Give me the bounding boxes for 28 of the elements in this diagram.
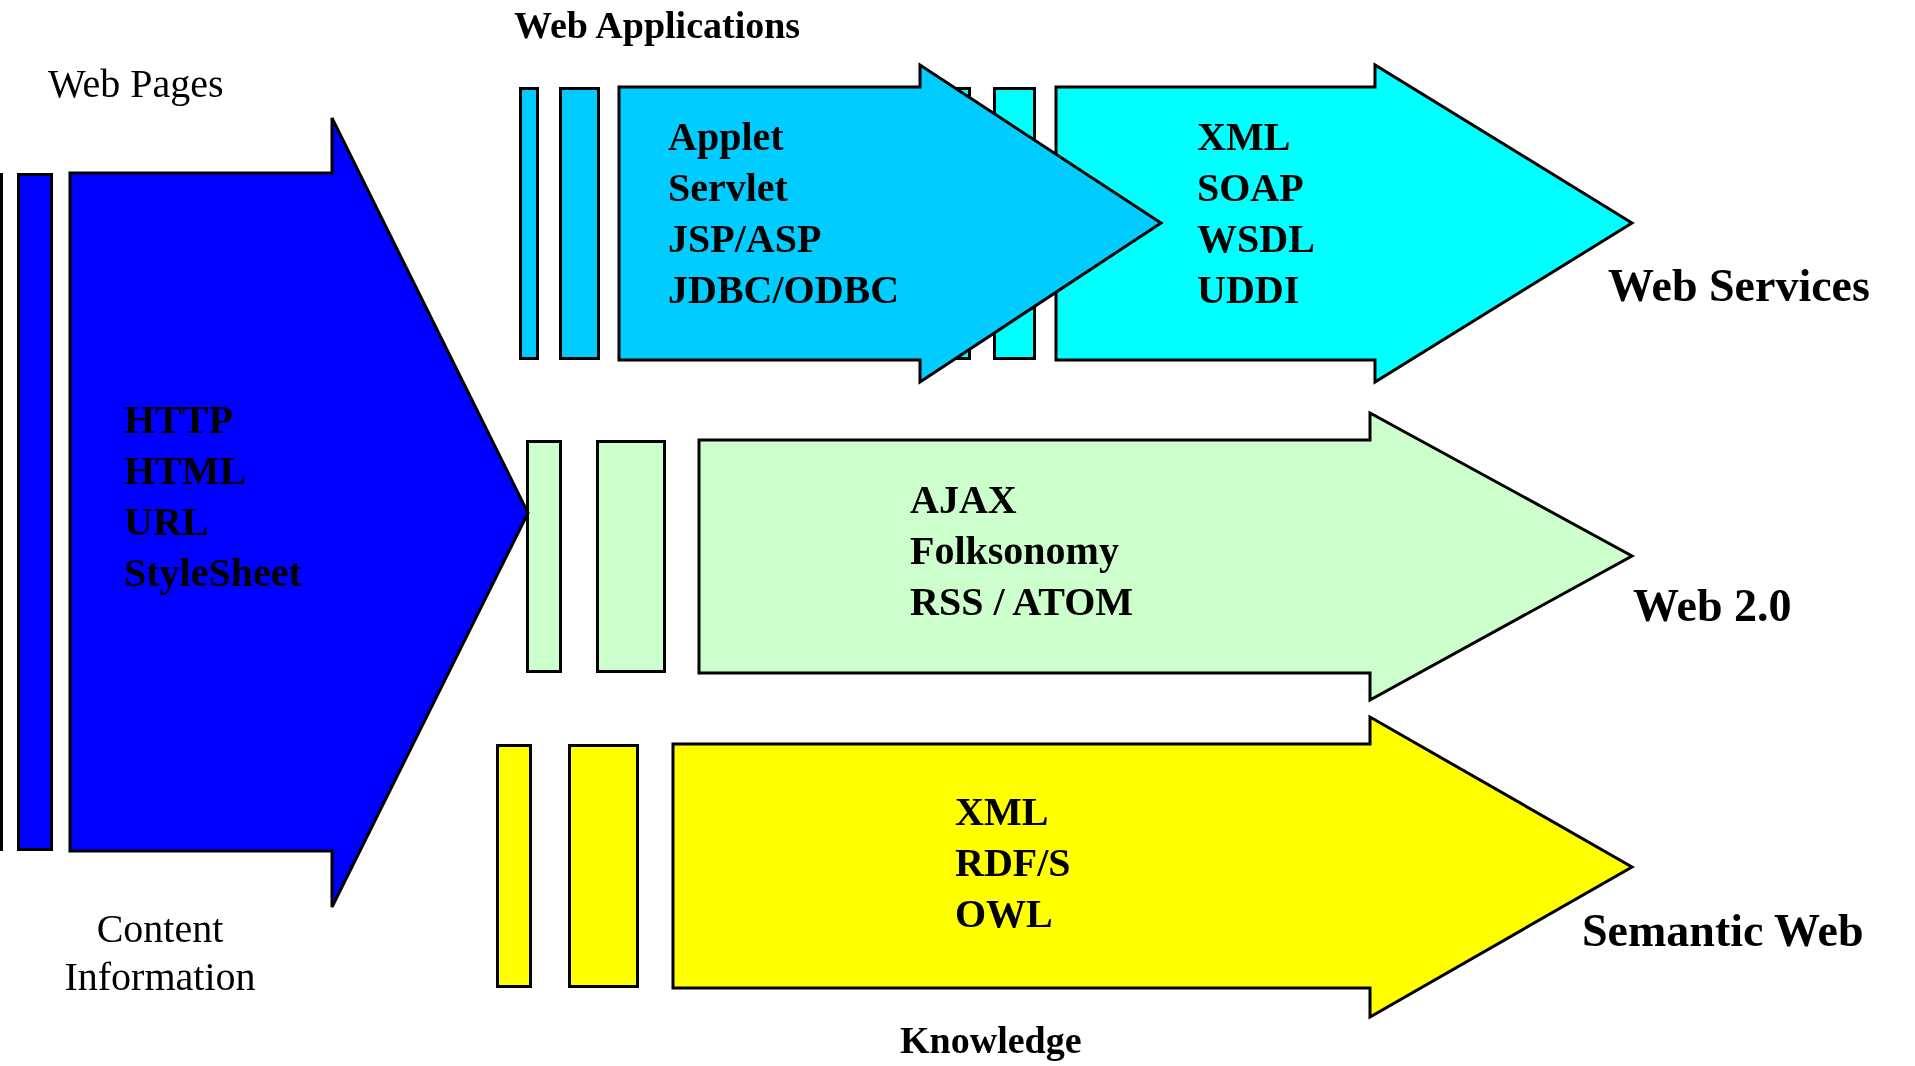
technology-label: Folksonomy xyxy=(910,527,1119,575)
technology-label: XML xyxy=(955,788,1049,836)
technology-label: HTTP xyxy=(124,396,233,444)
technology-label: RSS / ATOM xyxy=(910,578,1134,626)
technology-label: URL xyxy=(124,498,209,546)
technology-label: RDF/S xyxy=(955,839,1071,887)
technology-label: SOAP xyxy=(1197,164,1304,212)
category-label: Knowledge xyxy=(900,1018,1082,1063)
arrow-shape xyxy=(699,413,1632,700)
category-label: Semantic Web xyxy=(1582,904,1864,958)
technology-label: Servlet xyxy=(668,164,788,212)
technology-label: Applet xyxy=(668,113,784,161)
category-label: Web Applications xyxy=(514,3,801,48)
technology-label: AJAX xyxy=(910,476,1017,524)
technology-label: XML xyxy=(1197,113,1291,161)
technology-label: JDBC/ODBC xyxy=(668,266,900,314)
technology-label: JSP/ASP xyxy=(668,215,822,263)
arrow-shape xyxy=(70,118,528,907)
category-label: Web Pages xyxy=(48,60,224,108)
category-label: Web Services xyxy=(1608,259,1870,313)
category-label: Web 2.0 xyxy=(1633,579,1792,633)
technology-label: WSDL xyxy=(1197,215,1315,263)
technology-label: StyleSheet xyxy=(124,549,302,597)
technology-label: HTML xyxy=(124,447,247,495)
technology-label: UDDI xyxy=(1197,266,1300,314)
technology-label: OWL xyxy=(955,890,1053,938)
category-label: Content Information xyxy=(63,905,257,1001)
arrow-shape xyxy=(619,65,1161,382)
